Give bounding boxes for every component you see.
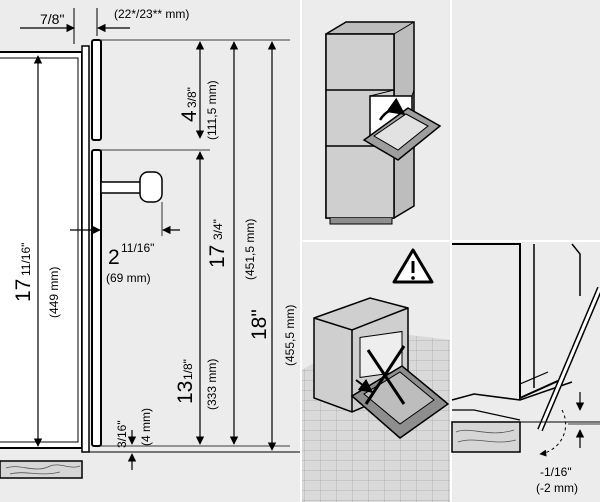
dimension-handle-depth: 2 11/16" (69 mm) xyxy=(70,198,180,285)
dim-panel-top-metric: (22*/23** mm) xyxy=(114,7,189,21)
countertop-wood xyxy=(0,451,300,479)
dim-top-gap-whole: 4 xyxy=(178,110,201,122)
dim-bottom-gap-inch: 3/16" xyxy=(115,420,129,448)
warning-icon xyxy=(392,248,434,284)
dim-bottom-gap-metric: (4 mm) xyxy=(139,408,153,446)
dim-handle-depth-whole: 2 xyxy=(108,246,120,269)
dim-door-offset-inch: -1/16" xyxy=(540,465,572,479)
dim-panel-top-inch: 7/8" xyxy=(40,11,64,27)
dim-top-gap-frac: 3/8" xyxy=(185,87,199,108)
dim-handle-depth-frac: 11/16" xyxy=(121,241,154,255)
dimension-door-height: 17 3/4" (451,5 mm) xyxy=(206,41,257,445)
dim-door-height-whole: 17 xyxy=(206,245,229,268)
dim-door-offset-metric: (-2 mm) xyxy=(536,481,578,495)
dim-handle-depth-metric: (69 mm) xyxy=(106,271,151,285)
door-detail-illustration: -1/16" (-2 mm) xyxy=(451,243,600,495)
dim-door-height-metric: (451,5 mm) xyxy=(243,219,257,280)
dimension-lower-height: 13 1/8" (333 mm) xyxy=(174,151,219,445)
floor-wood xyxy=(451,421,600,453)
dimension-appliance-height: 17 11/16" (449 mm) xyxy=(12,55,61,447)
dim-appliance-height-whole: 17 xyxy=(12,279,35,302)
dim-overall-height-whole: 18" xyxy=(248,309,271,340)
dimension-bottom-gap: 3/16" (4 mm) xyxy=(115,408,153,470)
dim-lower-height-whole: 13 xyxy=(174,381,197,404)
dim-top-gap-metric: (111,5 mm) xyxy=(205,80,219,140)
tall-cabinet-oven-illustration xyxy=(325,21,442,225)
dim-lower-height-frac: 1/8" xyxy=(181,359,195,380)
dim-overall-height-metric: (455,5 mm) xyxy=(283,305,297,366)
door-handle xyxy=(100,171,163,203)
dim-door-height-frac: 3/4" xyxy=(211,219,225,240)
oven-door-damage-illustration xyxy=(302,297,450,502)
dimension-panel-top: 7/8" (22*/23** mm) xyxy=(20,7,189,44)
dim-appliance-height-metric: (449 mm) xyxy=(47,267,61,318)
dim-appliance-height-frac: 11/16" xyxy=(19,243,33,276)
dimension-top-gap: 4 3/8" (111,5 mm) xyxy=(178,41,219,140)
dimension-overall-height: 18" (455,5 mm) xyxy=(248,41,297,451)
dim-lower-height-metric: (333 mm) xyxy=(205,359,219,410)
